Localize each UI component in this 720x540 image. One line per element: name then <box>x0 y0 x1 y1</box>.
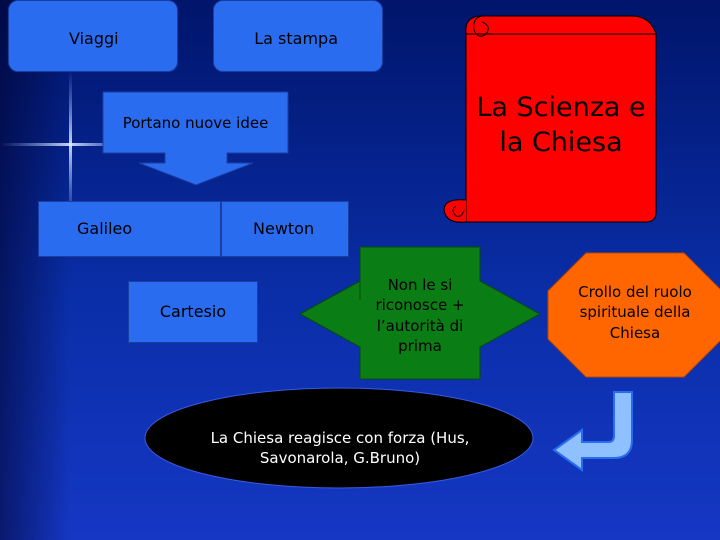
scroll-shape <box>443 15 657 223</box>
node-non-riconosce-label: Non le si riconosce + l’autorità di prim… <box>375 276 465 355</box>
node-chiesa-reagisce-label: La Chiesa reagisce con forza (Hus, Savon… <box>210 429 470 468</box>
node-la-stampa-label: La stampa <box>254 29 338 48</box>
curved-arrow-icon <box>552 391 633 472</box>
background-shade <box>0 0 70 540</box>
node-galileo-label: Galileo <box>77 219 133 238</box>
node-viaggi: Viaggi <box>8 0 178 72</box>
node-newton: Newton <box>221 201 349 257</box>
light-flare-decoration <box>0 70 140 220</box>
node-newton-label: Newton <box>253 219 315 238</box>
node-viaggi-label: Viaggi <box>69 29 119 48</box>
node-scienza-chiesa-label: La Scienza e la Chiesa <box>476 92 646 159</box>
node-portano-nuove-idee-label: Portano nuove idee <box>122 114 269 132</box>
octagon-shape <box>547 252 720 378</box>
node-galileo: Galileo <box>38 201 221 257</box>
node-cartesio: Cartesio <box>128 281 258 343</box>
node-cartesio-label: Cartesio <box>159 302 227 321</box>
double-arrow-shape <box>298 246 542 380</box>
node-la-stampa: La stampa <box>213 0 383 72</box>
ellipse-shape <box>144 387 534 489</box>
node-crollo-label: Crollo del ruolo spirituale della Chiesa <box>578 283 692 342</box>
